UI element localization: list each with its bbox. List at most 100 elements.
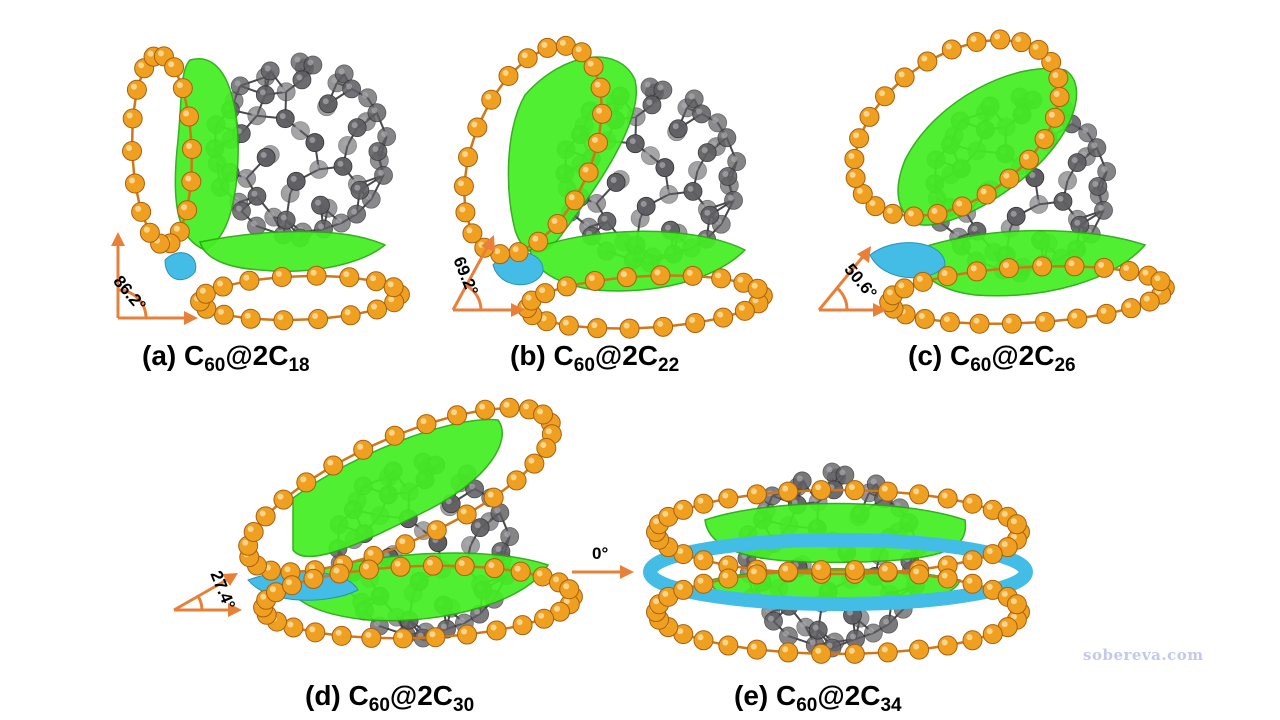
atom-highlight: [1036, 260, 1043, 267]
ring-atom: [1139, 291, 1160, 312]
carbon-atom: [1067, 153, 1087, 173]
carbon-ring-tilted: [453, 35, 613, 265]
ring-atom: [508, 242, 529, 263]
ring-atom: [894, 67, 915, 88]
atom-highlight: [812, 624, 819, 631]
ring-atom: [1121, 298, 1142, 319]
atom-highlight: [681, 102, 688, 109]
ring-atom: [535, 283, 556, 304]
ring-atom: [962, 493, 983, 514]
atom-highlight: [634, 212, 641, 219]
carbon-atom: [247, 106, 267, 126]
ring-atom: [512, 615, 533, 636]
atom-highlight: [466, 227, 473, 234]
atom-highlight: [657, 84, 664, 91]
atom-highlight: [913, 568, 920, 575]
carbon-ring-horizontal: [879, 256, 1175, 334]
atom-highlight: [971, 225, 978, 232]
carbon-atom: [1094, 200, 1113, 220]
atom-highlight: [1023, 153, 1030, 160]
atom-highlight: [800, 621, 807, 628]
atom-highlight: [540, 442, 547, 449]
ring-atom: [331, 625, 352, 646]
atom-highlight: [460, 508, 467, 515]
carbon-atom: [764, 611, 783, 631]
atom-highlight: [370, 275, 377, 282]
atom-highlight: [307, 59, 314, 66]
atom-highlight: [722, 492, 729, 499]
panel-e: 0°: [560, 440, 1040, 680]
atom-highlight: [394, 560, 401, 567]
atom-highlight: [867, 627, 874, 634]
ring-atom: [366, 271, 387, 292]
atom-highlight: [185, 175, 192, 182]
atom-highlight: [856, 187, 863, 194]
atom-highlight: [307, 572, 314, 579]
ring-atom: [306, 265, 327, 286]
isosurface-green-lower: [287, 552, 550, 622]
atom-highlight: [417, 525, 424, 532]
atom-highlight: [551, 218, 558, 225]
carbon-atom: [291, 121, 310, 141]
carbon-atom: [625, 134, 645, 154]
atom-highlight: [815, 564, 822, 571]
atom-highlight: [1098, 204, 1105, 211]
atom-highlight: [420, 418, 427, 425]
atom-highlight: [640, 200, 647, 207]
atom-highlight: [662, 590, 669, 597]
atom-highlight: [898, 282, 905, 289]
ring-atom: [308, 309, 329, 330]
atom-highlight: [429, 631, 436, 638]
atom-highlight: [268, 211, 275, 218]
atom-highlight: [378, 169, 385, 176]
carbon-atom: [808, 620, 828, 640]
caption-a: (a) C60@2C18: [142, 340, 310, 376]
ring-atom: [181, 138, 202, 159]
atom-highlight: [881, 565, 888, 572]
ring-atom: [746, 564, 767, 585]
atom-highlight: [921, 55, 928, 62]
ring-atom: [122, 141, 143, 162]
atom-highlight: [751, 282, 758, 289]
atom-highlight: [260, 151, 267, 158]
carbon-atom: [309, 159, 329, 179]
molecule-graphic-c: [817, 29, 1175, 334]
ring-atom: [937, 488, 958, 509]
atom-highlight: [941, 270, 948, 277]
atom-highlight: [503, 401, 510, 408]
isosurface-green-lower: [199, 230, 387, 273]
atom-highlight: [471, 121, 478, 128]
carbon-atom: [697, 143, 717, 163]
atom-highlight: [941, 559, 948, 566]
atom-highlight: [143, 226, 150, 233]
atom-highlight: [554, 605, 561, 612]
atom-highlight: [826, 466, 833, 473]
ring-atom: [534, 608, 555, 629]
carbon-atom: [256, 148, 276, 167]
carbon-atom: [1053, 192, 1073, 211]
atom-highlight: [537, 408, 544, 415]
atom-highlight: [994, 33, 1001, 40]
angle-indicator-b: [451, 235, 525, 317]
atom-highlight: [688, 93, 695, 100]
ring-atom: [390, 556, 411, 577]
ring-atom: [537, 37, 558, 58]
atom-highlight: [458, 560, 465, 567]
ring-atom: [339, 267, 360, 288]
molecule-graphic-a: [111, 46, 410, 331]
atom-highlight: [697, 497, 704, 504]
ring-atom: [1094, 257, 1115, 278]
ring-atom: [329, 563, 350, 584]
atom-highlight: [388, 296, 395, 303]
ring-atom: [844, 643, 865, 664]
carbon-ring-upper: [646, 480, 1030, 584]
carbon-atom: [311, 195, 330, 215]
atom-highlight: [782, 630, 789, 637]
ring-atom: [305, 622, 326, 643]
ring-atom: [273, 310, 294, 331]
carbon-atom: [247, 186, 267, 206]
atom-highlight: [259, 510, 266, 517]
atom-highlight: [485, 93, 492, 100]
atom-highlight: [147, 50, 154, 57]
atom-highlight: [458, 617, 465, 624]
